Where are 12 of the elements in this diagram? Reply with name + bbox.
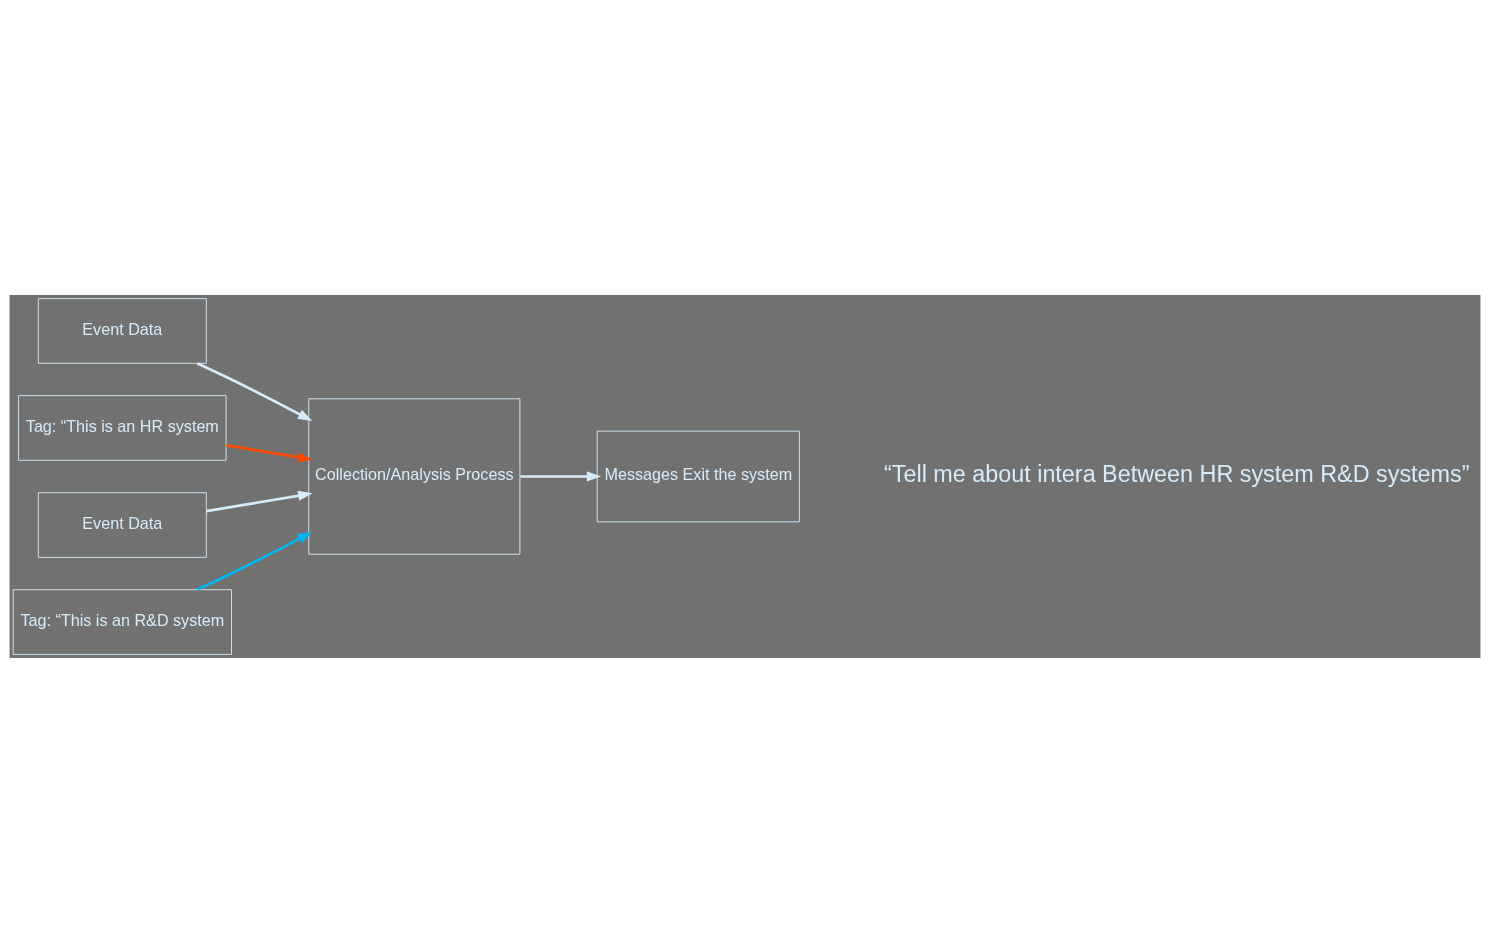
arrow [206,490,313,512]
arrow [196,531,313,591]
arrow [196,361,313,421]
node-box: Collection/Analysis Process [308,397,521,555]
node-box: Tag: “This is an R&D system [12,588,232,655]
node-box: Tag: “This is an HR system [18,394,227,461]
node-box: Messages Exit the system [596,430,800,522]
label: “Tell me about intera Between HR system R&D systems” [884,460,1470,487]
arrow [520,470,602,482]
node-box: Event Data [37,297,207,364]
node-box: Event Data [37,491,207,558]
arrow [226,443,313,462]
